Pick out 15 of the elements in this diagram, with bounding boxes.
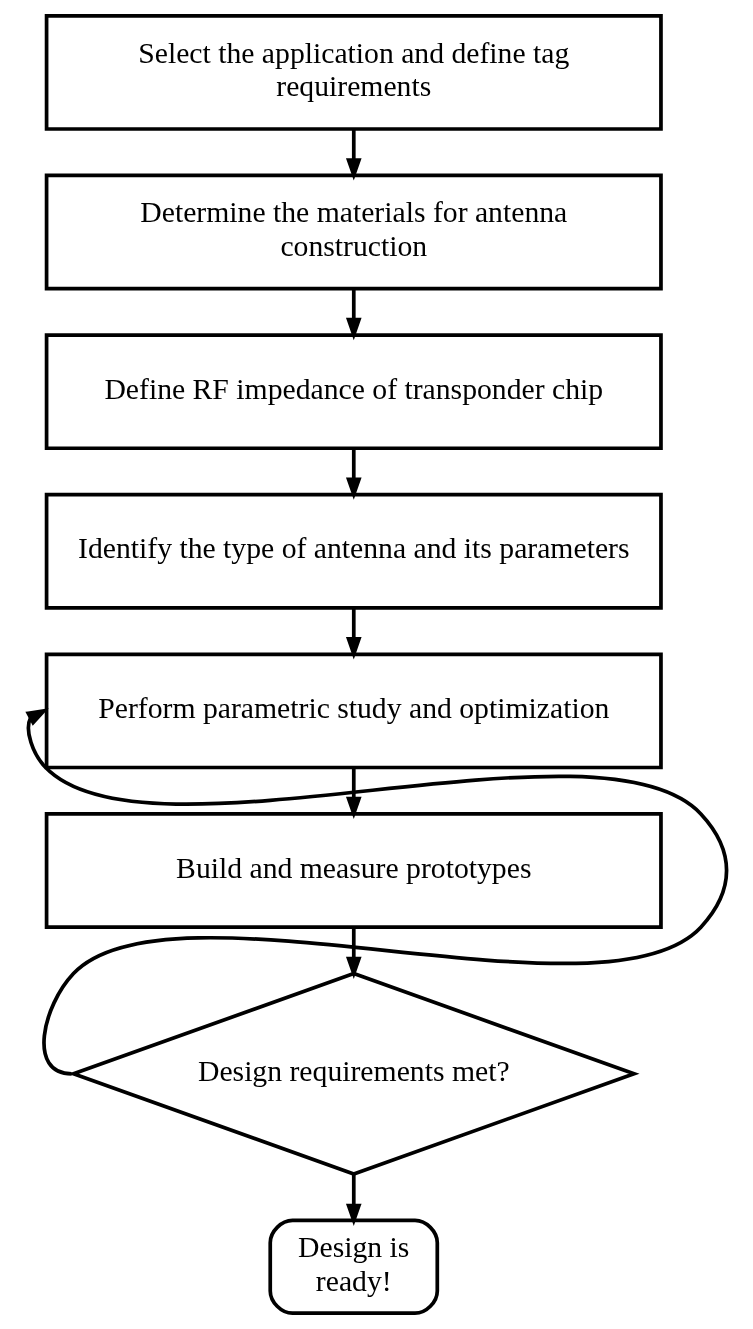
arrow <box>345 608 362 660</box>
node-box: Identify the type of antenna and its parameters <box>44 492 663 610</box>
node-box: Build and measure prototypes <box>44 812 663 929</box>
node-box: Perform parametric study and optimization <box>44 652 663 770</box>
arrow <box>345 768 362 820</box>
arrow <box>345 129 362 181</box>
node-box: Design is ready! <box>267 1218 439 1316</box>
arrow <box>345 1174 362 1226</box>
node-box: Determine the materials for antenna construction <box>44 173 663 291</box>
node-box: Select the application and define tag requirements <box>44 13 663 131</box>
node-box: Define RF impedance of transponder chip <box>44 333 663 451</box>
arrow <box>345 289 362 341</box>
arrow <box>345 448 362 500</box>
arrow <box>24 708 728 1076</box>
arrow <box>345 927 362 979</box>
